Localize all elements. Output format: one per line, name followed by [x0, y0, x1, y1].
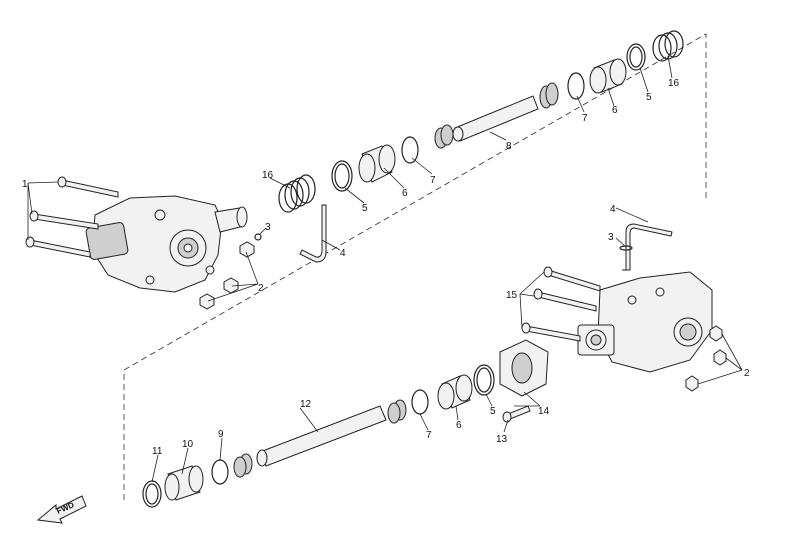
callout-10: 10	[182, 439, 194, 450]
clip-rear	[619, 245, 633, 251]
callout-labels: 1 2 3 4 16 5 6 7 8 7 6 5 16 4 3 15 2 12 …	[22, 78, 750, 457]
fwd-direction-arrow: FWD	[36, 495, 87, 524]
callout-3-front: 3	[265, 222, 271, 233]
callout-13: 13	[496, 434, 508, 445]
callout-6-upper: 6	[612, 105, 618, 116]
rear-propshaft	[142, 339, 549, 508]
callout-8: 8	[506, 141, 512, 152]
bolts-front	[25, 176, 119, 258]
alignment-frame	[123, 33, 707, 500]
bolts-rear	[521, 266, 601, 342]
vent-hose-front	[299, 204, 327, 263]
callout-16-upper: 16	[668, 78, 680, 89]
rear-differential	[577, 271, 713, 373]
callout-15: 15	[506, 290, 518, 301]
clip-front	[254, 233, 262, 241]
callout-4-front: 4	[340, 248, 346, 259]
front-propshaft	[331, 30, 684, 192]
callout-5-upper: 5	[646, 92, 652, 103]
callout-7-upper: 7	[582, 113, 588, 124]
callout-4-rear: 4	[610, 204, 616, 215]
front-differential	[85, 195, 248, 293]
callout-5-rear: 5	[490, 406, 496, 417]
vent-hose-rear	[622, 223, 673, 271]
callout-6-rear: 6	[456, 420, 462, 431]
callout-3-rear: 3	[608, 232, 614, 243]
callout-16-front: 16	[262, 170, 274, 181]
callout-9: 9	[218, 429, 224, 440]
callout-7-rear: 7	[426, 430, 432, 441]
callout-7-front: 7	[430, 175, 436, 186]
callout-2-front: 2	[258, 283, 264, 294]
callout-14: 14	[538, 406, 550, 417]
callout-11: 11	[152, 446, 163, 457]
callout-2-rear: 2	[744, 368, 750, 379]
leader-lines	[27, 55, 743, 483]
callout-6-front: 6	[402, 188, 408, 199]
nuts-rear	[685, 325, 727, 392]
callout-1: 1	[22, 179, 28, 190]
nuts-front	[199, 241, 255, 310]
callout-5-front: 5	[362, 203, 368, 214]
boot-front	[278, 174, 316, 213]
callout-12: 12	[300, 399, 312, 410]
